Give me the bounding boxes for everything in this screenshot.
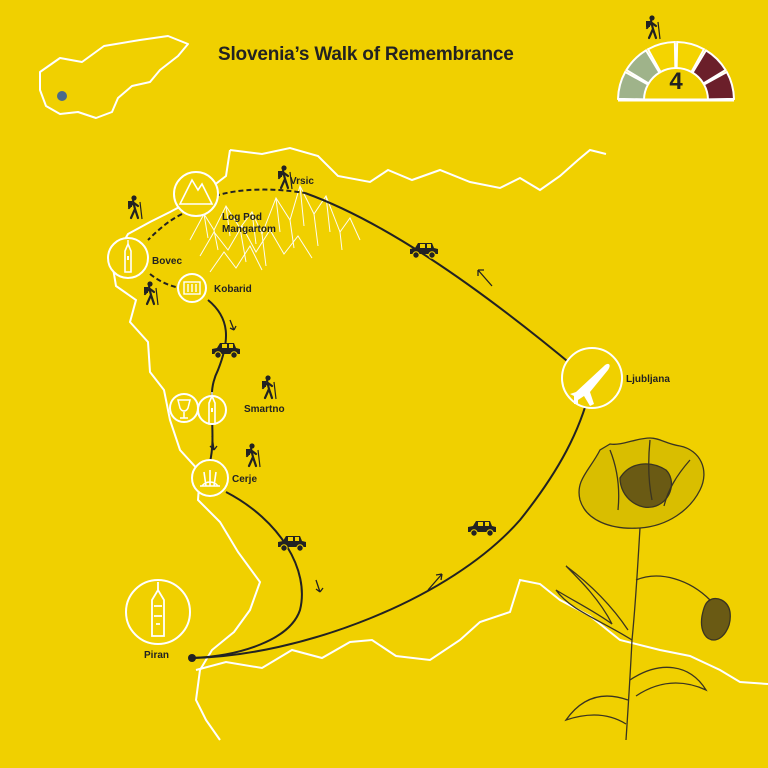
gauge-segment: [675, 40, 706, 74]
label-smartno: Smartno: [244, 404, 285, 415]
museum-icon: [183, 281, 201, 295]
gauge-segment: [646, 40, 677, 74]
gauge-segment: [624, 48, 661, 85]
border-west: [110, 149, 262, 741]
smartno-location: [169, 391, 227, 425]
label-cerje: Cerje: [232, 474, 258, 485]
label-kobarid: Kobarid: [214, 284, 252, 295]
difficulty-gauge: [616, 40, 736, 102]
border-north: [229, 146, 607, 192]
location-marker: [57, 91, 67, 101]
ljubljana-location: [561, 347, 623, 409]
cerje-location: [191, 459, 229, 497]
route-log-pod-to-vrsic-dashed: [214, 188, 306, 197]
gauge-segment: [691, 48, 728, 85]
log-pod-mangartom-location: [173, 171, 219, 217]
piran-location: [125, 579, 196, 662]
route-bovec-to-kobarid-dashed: [149, 273, 181, 289]
mountain-range-illustration: [189, 184, 361, 273]
route-cerje-to-piran: [191, 491, 303, 659]
route-vrsic-to-ljubljana: [304, 192, 579, 371]
direction-arrows: [209, 269, 493, 593]
slovenia-inset-outline: [39, 35, 189, 119]
page-title: Slovenia’s Walk of Remembrance: [218, 44, 514, 65]
border-south: [195, 578, 768, 685]
route-piran-to-ljubljana: [191, 389, 591, 659]
piran-dot: [188, 654, 196, 662]
label-vrsic: Vrsic: [290, 176, 314, 187]
plane-icon: [570, 363, 610, 406]
label-ljubljana: Ljubljana: [626, 374, 670, 385]
mountain-icon: [178, 178, 214, 205]
label-piran: Piran: [144, 650, 170, 661]
label-bovec: Bovec: [152, 256, 183, 267]
monument-icon: [200, 470, 220, 487]
difficulty-level: 4: [669, 68, 683, 95]
kobarid-location: [177, 273, 207, 303]
poppy-flower-illustration: [555, 437, 731, 741]
wine-glass-icon: [177, 399, 191, 419]
bovec-location: [107, 237, 149, 279]
church-icon: [151, 582, 165, 637]
gauge-segment: [616, 70, 650, 101]
route-log-pod-to-bovec-dashed: [147, 213, 183, 241]
